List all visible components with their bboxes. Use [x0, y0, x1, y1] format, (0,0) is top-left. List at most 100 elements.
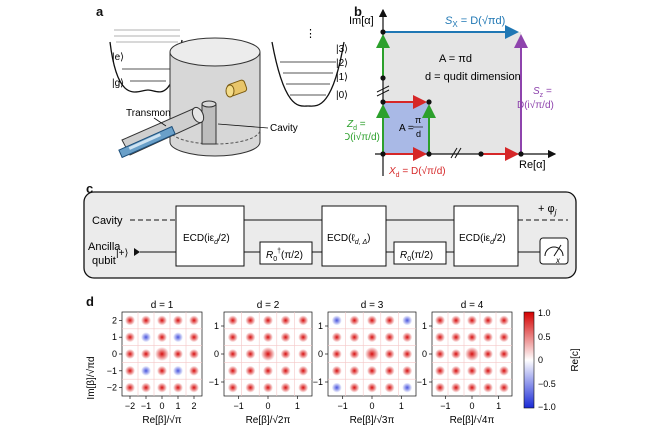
wigner-peak	[367, 332, 377, 343]
wigner-peak	[435, 332, 445, 343]
wigner-peak	[467, 315, 477, 326]
subplot-title-3: d = 3	[361, 300, 384, 311]
wigner-peak	[467, 365, 477, 376]
y-axis-label: Im[β]/√πd	[85, 356, 97, 399]
wigner-peak	[173, 332, 183, 343]
x-tick: 1	[295, 401, 300, 411]
wigner-peak	[384, 365, 395, 376]
wigner-peak	[384, 349, 395, 359]
wigner-peak	[483, 315, 493, 326]
wigner-peak	[451, 315, 461, 326]
subplot-xlabel-2: Re[β]/√2π	[246, 414, 291, 426]
y-tick: −2	[107, 383, 117, 393]
y-tick: 1	[112, 332, 117, 342]
cavity-level-3: |3⟩	[336, 44, 348, 55]
cavity-potential-well	[271, 41, 345, 107]
x-tick: 2	[191, 401, 196, 411]
wigner-peak	[245, 349, 256, 359]
transmon-tube	[118, 106, 205, 159]
wigner-peak	[227, 382, 238, 393]
wigner-peak	[331, 382, 342, 393]
y-tick: −1	[417, 377, 427, 387]
ecd-gate-3-label: ECD(iεd/2)	[459, 233, 506, 246]
wigner-peak	[435, 382, 445, 393]
wigner-peak	[157, 315, 167, 326]
wigner-peak	[384, 332, 395, 343]
wigner-peak	[189, 382, 199, 393]
wigner-peak	[227, 332, 238, 343]
ecd-gate-3	[453, 205, 519, 267]
small-area-num: π	[415, 115, 421, 125]
wigner-peak	[189, 349, 199, 359]
ancilla-wire-label: Ancilla	[88, 241, 121, 253]
x-tick: −1	[234, 401, 244, 411]
colorbar	[523, 311, 535, 409]
wigner-peak	[465, 347, 479, 361]
wigner-peak	[189, 315, 199, 326]
panel-a-illustration: |e⟩ |g⟩ ⋮ |3⟩ |2⟩ |1⟩ |0⟩ Transmon Cavit…	[109, 28, 348, 159]
wigner-peak	[280, 315, 291, 326]
y-tick: −1	[107, 366, 117, 376]
wigner-peak	[155, 347, 169, 361]
wigner-peak	[261, 347, 275, 361]
measurement-icon	[539, 237, 569, 265]
wigner-peak	[173, 315, 183, 326]
colorbar-tick-5: −1.0	[538, 402, 556, 412]
zd-operator: D(i√π/d)	[345, 131, 380, 143]
cavity-wire-label: Cavity	[92, 215, 123, 227]
wigner-peak	[125, 332, 135, 343]
x-tick: 1	[399, 401, 404, 411]
subplot-title-1: d = 1	[151, 300, 174, 311]
qubit-level-e-label: |e⟩	[112, 52, 124, 63]
wigner-peak	[402, 365, 413, 376]
rotation-gate-1-label: R0†(π/2)	[266, 248, 303, 263]
area-label: A = πd	[439, 53, 472, 65]
wigner-peak	[125, 382, 135, 393]
wigner-peak	[483, 349, 493, 359]
wigner-peak	[483, 332, 493, 343]
wigner-peak	[157, 365, 167, 376]
wigner-peak	[157, 332, 167, 343]
wigner-peak	[367, 365, 377, 376]
wigner-peak	[141, 349, 151, 359]
port-connector	[225, 79, 248, 98]
wigner-peak	[349, 382, 360, 393]
wigner-peak	[402, 382, 413, 393]
wigner-peak	[402, 349, 413, 359]
wigner-peak	[227, 315, 238, 326]
ecd-gate-1-label: ECD(iεd/2)	[183, 233, 230, 246]
sx-label: SX = D(√πd)	[445, 15, 505, 29]
colorbar-tick-1: 1.0	[538, 308, 551, 318]
wigner-peak	[402, 332, 413, 343]
wigner-peak	[280, 365, 291, 376]
rotation-gate-1	[259, 241, 313, 265]
ecd-gate-2	[321, 205, 387, 267]
subplot-xlabel-3: Re[β]/√3π	[350, 414, 395, 426]
x-tick: 0	[159, 401, 164, 411]
wigner-peak	[451, 382, 461, 393]
zd-label: Zd =	[346, 119, 366, 132]
wigner-peak	[125, 349, 135, 359]
wigner-peak	[227, 365, 238, 376]
wigner-peak	[298, 315, 309, 326]
wigner-peak	[263, 315, 273, 326]
sz-operator: D(i√π/d)	[517, 99, 554, 111]
wigner-peak	[349, 349, 360, 359]
y-tick: 0	[214, 349, 219, 359]
small-area-den: d	[416, 129, 421, 139]
phase-label: + φj	[538, 203, 557, 217]
wigner-peak	[499, 315, 509, 326]
wigner-peak	[331, 349, 342, 359]
measurement-basis: x	[555, 256, 561, 265]
wigner-peak	[331, 332, 342, 343]
xd-label: Xd = D(√π/d)	[388, 165, 446, 179]
colorbar-tick-4: −0.5	[538, 379, 556, 389]
x-tick: 1	[496, 401, 501, 411]
qudit-dimension-label: d = qudit dimension	[425, 71, 521, 83]
x-tick: 0	[469, 401, 474, 411]
small-area-fill	[383, 102, 429, 154]
